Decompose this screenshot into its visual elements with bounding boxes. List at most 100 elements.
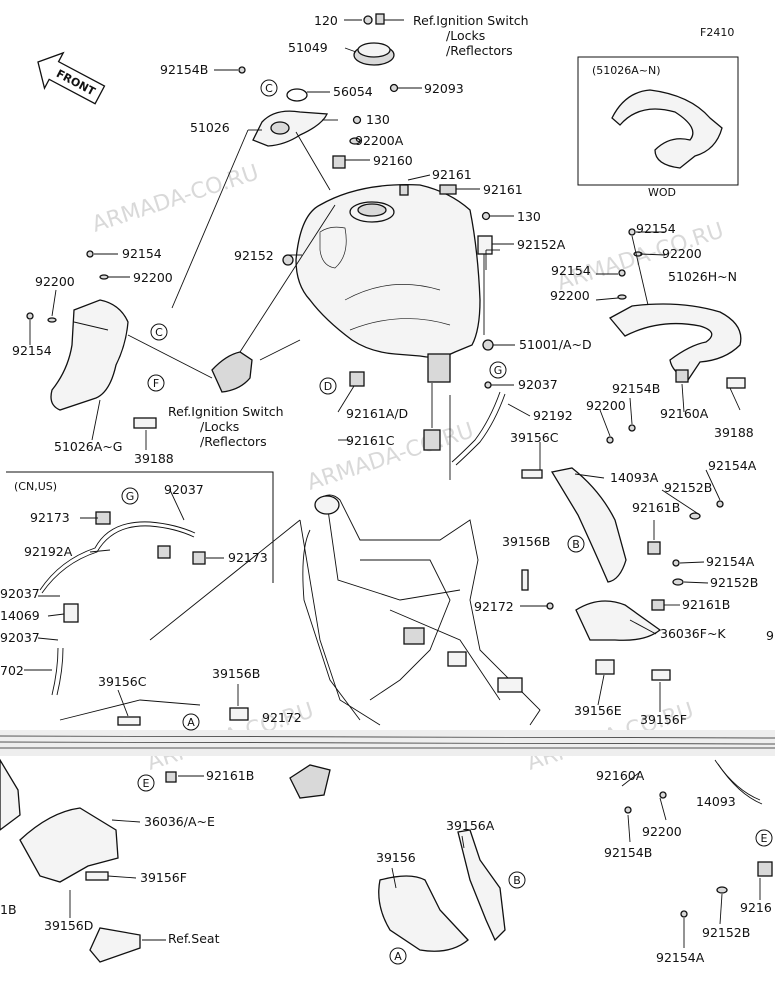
figure-id: F2410 xyxy=(700,26,734,39)
callout-a: A xyxy=(187,716,195,729)
inset-footer: WOD xyxy=(648,186,676,199)
ref-ignition-top: Ref.Ignition Switch /Locks /Reflectors xyxy=(413,13,529,58)
cover-part xyxy=(19,807,119,883)
part-label: 92154B xyxy=(160,62,208,77)
nut-part xyxy=(389,83,399,93)
part-label: 39188 xyxy=(714,425,754,440)
part-label: 92200 xyxy=(35,274,75,289)
filter-part xyxy=(63,603,79,623)
bolt-part xyxy=(481,211,491,221)
clamp-part xyxy=(157,545,171,559)
svg-text:Ref.Ignition Switch: Ref.Ignition Switch xyxy=(413,13,529,28)
part-label: 92037 xyxy=(0,586,40,601)
part-label: 36036/A~E xyxy=(144,814,215,829)
part-label: 51026 xyxy=(190,120,230,135)
part-label: 39156C xyxy=(98,674,147,689)
inset-frame xyxy=(6,471,274,583)
part-label: 39156F xyxy=(140,870,187,885)
arrow-icon xyxy=(37,51,106,105)
part-label: 92200 xyxy=(586,398,626,413)
part-label: 92200 xyxy=(133,270,173,285)
part-label: 92152 xyxy=(234,248,274,263)
breather-hose-edge xyxy=(41,525,195,594)
left-side-cover xyxy=(26,129,336,429)
clamp-part xyxy=(192,551,206,565)
cover-part xyxy=(550,467,627,583)
wod-inset-box: (51026A~N) WOD xyxy=(577,56,739,199)
cap-cover-part xyxy=(252,110,328,147)
cn-us-inset-box: (CN,US) xyxy=(6,471,274,696)
hose-part xyxy=(51,647,59,696)
damper-part xyxy=(399,184,409,196)
part-label: 51049 xyxy=(288,40,328,55)
part-label: 39156B xyxy=(212,666,260,681)
part-label: 92200 xyxy=(662,246,702,261)
watermark: ARMADA-CO.RU xyxy=(304,418,477,495)
part-label: 92161C xyxy=(346,433,395,448)
part-label: 51026A~G xyxy=(54,439,122,454)
reflector-part xyxy=(726,377,746,389)
part-label: 92037 xyxy=(0,630,40,645)
cover-part xyxy=(378,875,469,952)
bolt-part xyxy=(238,66,246,74)
key-part xyxy=(375,13,385,25)
lower-left-cover xyxy=(0,699,331,963)
part-label: 92154B xyxy=(612,381,660,396)
part-label: 92173 xyxy=(30,510,70,525)
callout-letters: C C F D G G B A E B A E xyxy=(121,79,773,965)
fuel-cap-assembly xyxy=(214,13,422,169)
part-label: 702 xyxy=(0,663,24,678)
part-label: 92172 xyxy=(474,599,514,614)
part-label: 39156F xyxy=(640,712,687,727)
part-label: 120 xyxy=(314,13,338,28)
part-label: 92154A xyxy=(706,554,755,569)
part-label: 92161A/D xyxy=(346,406,408,421)
callout-e: E xyxy=(761,832,768,845)
collar-part xyxy=(477,235,493,255)
part-label: 39156A xyxy=(446,818,495,833)
seat-bracket xyxy=(89,927,141,963)
callout-e: E xyxy=(143,777,150,790)
part-label: 9 xyxy=(766,628,774,643)
part-label: 39188 xyxy=(134,451,174,466)
tank-hose xyxy=(451,391,501,463)
part-label: 92161B xyxy=(682,597,730,612)
lower-right-parts xyxy=(624,759,773,918)
bracket-part xyxy=(289,764,331,799)
bushing-part xyxy=(282,254,294,266)
part-label: 92200A xyxy=(355,133,404,148)
tank-hose-edge xyxy=(455,393,506,466)
part-label: 39156D xyxy=(44,918,93,933)
callout-f: F xyxy=(153,377,159,390)
inset-header: (51026A~N) xyxy=(592,64,661,77)
frame xyxy=(149,339,541,726)
part-label: 92192A xyxy=(24,544,73,559)
svg-text:/Locks: /Locks xyxy=(200,419,239,434)
ignition-bracket xyxy=(211,351,253,393)
bolt-part xyxy=(352,115,362,125)
part-label: 1B xyxy=(0,902,17,917)
svg-text:/Reflectors: /Reflectors xyxy=(446,43,513,58)
callout-c: C xyxy=(265,82,273,95)
part-label: 92154 xyxy=(636,221,676,236)
part-label: 51001/A~D xyxy=(519,337,592,352)
part-label: 39156C xyxy=(510,430,559,445)
lower-middle-covers xyxy=(378,829,506,952)
bracket-part xyxy=(439,184,457,195)
gasket-part xyxy=(286,88,308,102)
part-label: 92161B xyxy=(632,500,680,515)
damper-part xyxy=(332,155,346,169)
part-label: 92160A xyxy=(660,406,709,421)
part-label: 92173 xyxy=(228,550,268,565)
fuel-tank xyxy=(282,174,515,466)
ref-ignition-mid: Ref.Ignition Switch /Locks /Reflectors xyxy=(168,404,284,449)
part-label: 130 xyxy=(517,209,541,224)
part-label: 92160 xyxy=(373,153,413,168)
part-label: 14069 xyxy=(0,608,40,623)
frame-bracket xyxy=(403,627,425,645)
callout-b: B xyxy=(513,874,521,887)
bolt-part xyxy=(363,15,373,25)
clamp-part xyxy=(95,511,111,525)
